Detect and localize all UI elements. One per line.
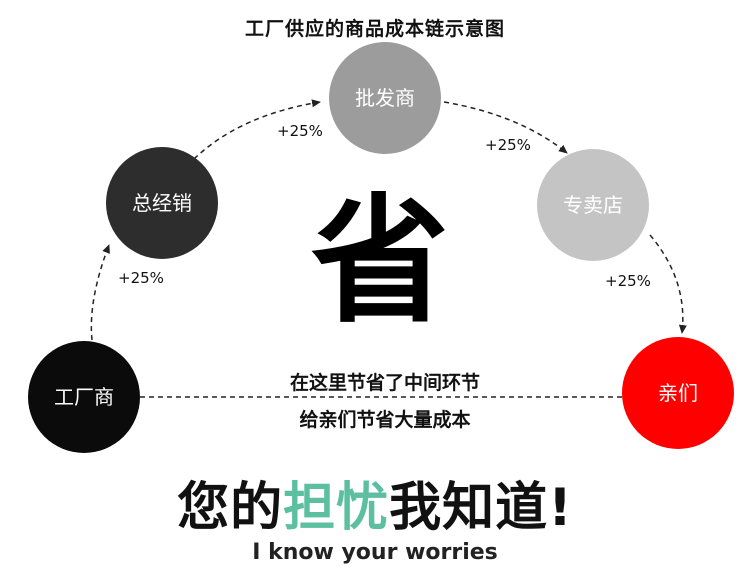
headline-part1: 您的 — [177, 478, 284, 538]
headline-accent: 担忧 — [283, 478, 390, 538]
node-wholesaler — [329, 42, 441, 154]
node-distributor — [106, 147, 218, 259]
edge-arrow-wholesaler-to-store — [443, 101, 568, 154]
edge-arrow-store-to-customer — [649, 234, 687, 334]
node-customer — [622, 337, 734, 449]
edge-arrow-distributor-to-wholesaler — [193, 99, 321, 160]
edge-arrow-factory-to-distributor — [90, 244, 110, 341]
headline: 您的担忧我知道! — [0, 476, 750, 540]
save-character: 省 — [310, 181, 449, 342]
node-label-customer: 亲们 — [658, 381, 698, 405]
node-store — [537, 149, 649, 261]
subline: I know your worries — [252, 540, 498, 565]
node-factory — [28, 341, 140, 453]
edge-label-store-to-customer: +25% — [605, 272, 651, 290]
node-label-distributor: 总经销 — [132, 191, 192, 215]
diagram-title: 工厂供应的商品成本链示意图 — [244, 18, 505, 40]
node-label-store: 专卖店 — [563, 193, 623, 217]
edge-label-wholesaler-to-store: +25% — [485, 136, 531, 154]
middle-text-line1: 在这里节省了中间环节 — [289, 372, 480, 394]
middle-text-line2: 给亲们节省大量成本 — [299, 409, 471, 431]
edge-label-factory-to-distributor: +25% — [118, 269, 164, 287]
node-label-wholesaler: 批发商 — [355, 86, 415, 110]
edge-label-distributor-to-wholesaler: +25% — [277, 122, 323, 140]
headline-part2: 我知道! — [389, 478, 573, 538]
node-label-factory: 工厂商 — [54, 385, 114, 409]
